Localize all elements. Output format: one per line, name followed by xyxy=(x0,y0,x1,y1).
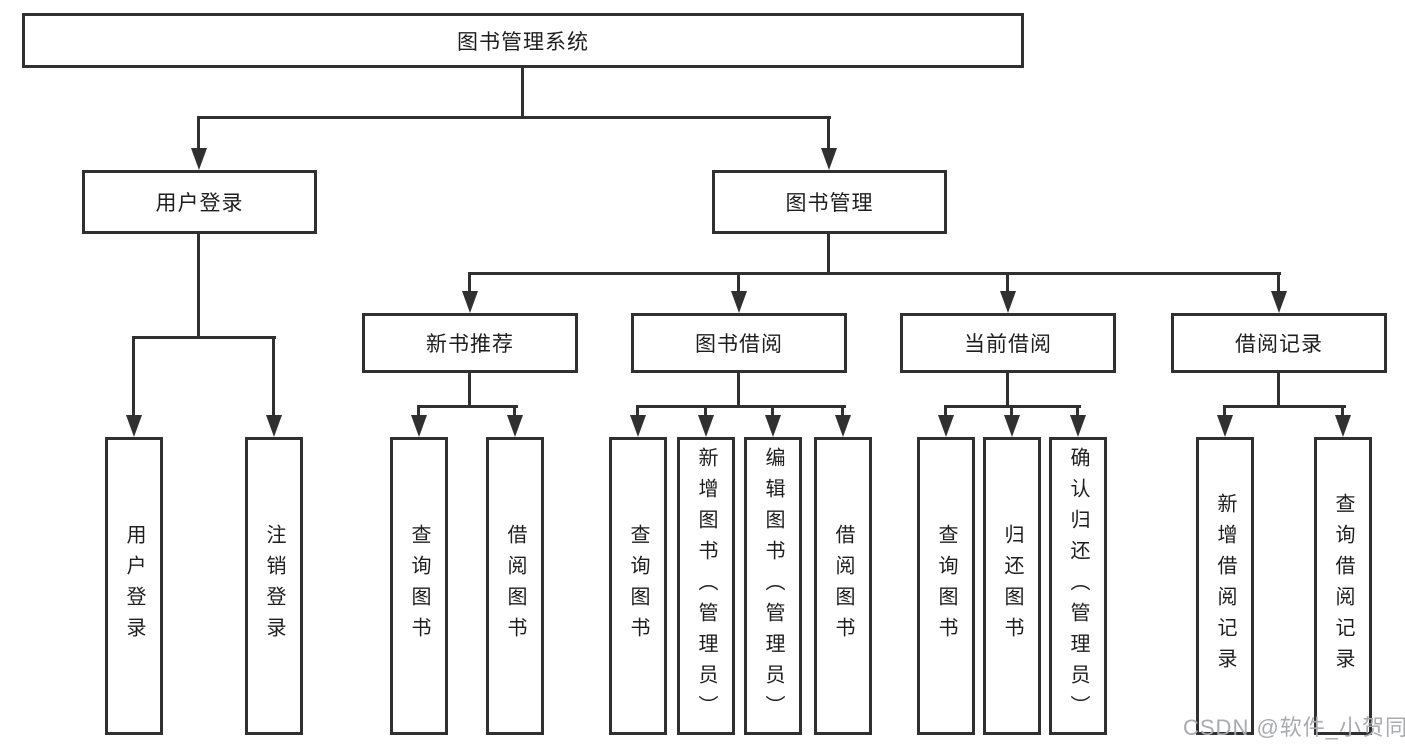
arrow-down-icon xyxy=(1070,415,1086,437)
leaf-confirm-return-admin: 确认归还（管理员） xyxy=(1049,437,1107,735)
arrow-down-icon xyxy=(462,291,478,313)
connector-line xyxy=(737,373,740,408)
leaf-add-book-admin: 新增图书（管理员） xyxy=(677,437,735,735)
connector-line xyxy=(636,405,639,417)
connector-line xyxy=(1010,405,1013,417)
leaf-recommend-query-book: 查询图书 xyxy=(390,437,448,735)
connector-line xyxy=(771,405,774,417)
connector-line xyxy=(132,336,276,339)
connector-line xyxy=(1223,405,1226,417)
connector-line xyxy=(1006,272,1009,294)
connector-line xyxy=(1277,373,1280,408)
leaf-borrow-query-book: 查询图书 xyxy=(609,437,667,735)
connector-line xyxy=(272,336,275,417)
arrow-down-icon xyxy=(1271,291,1287,313)
leaf-add-borrow-record-label: 新增借阅记录 xyxy=(1214,493,1236,679)
leaf-current-query-book: 查询图书 xyxy=(917,437,975,735)
connector-line xyxy=(737,272,740,294)
leaf-current-query-book-label: 查询图书 xyxy=(935,524,957,648)
arrow-down-icon xyxy=(266,415,282,437)
connector-line xyxy=(1277,272,1280,294)
leaf-user-login-label: 用户登录 xyxy=(123,524,145,648)
node-current-borrow: 当前借阅 xyxy=(900,313,1116,373)
arrow-down-icon xyxy=(938,415,954,437)
node-borrow-records: 借阅记录 xyxy=(1171,313,1387,373)
connector-line xyxy=(197,234,200,339)
arrow-down-icon xyxy=(126,415,142,437)
leaf-confirm-return-admin-label: 确认归还（管理员） xyxy=(1067,446,1089,726)
arrow-down-icon xyxy=(731,291,747,313)
connector-line xyxy=(468,272,471,294)
leaf-user-login: 用户登录 xyxy=(105,437,163,735)
arrow-down-icon xyxy=(630,415,646,437)
leaf-recommend-query-book-label: 查询图书 xyxy=(408,524,430,648)
connector-line xyxy=(132,336,135,417)
leaf-logout-label: 注销登录 xyxy=(263,524,285,648)
arrow-down-icon xyxy=(507,415,523,437)
arrow-down-icon xyxy=(1335,415,1351,437)
watermark: CSDN @软件_小贺同学 xyxy=(1183,715,1405,740)
arrow-down-icon xyxy=(1000,291,1016,313)
leaf-query-borrow-record-label: 查询借阅记录 xyxy=(1332,493,1354,679)
node-borrow-records-label: 借阅记录 xyxy=(1235,333,1323,356)
node-root: 图书管理系统 xyxy=(22,13,1024,68)
node-book-borrow-label: 图书借阅 xyxy=(695,333,783,356)
arrow-down-icon xyxy=(698,415,714,437)
connector-line xyxy=(636,405,846,408)
leaf-edit-book-admin: 编辑图书（管理员） xyxy=(744,437,802,735)
arrow-down-icon xyxy=(191,148,207,170)
arrow-down-icon xyxy=(765,415,781,437)
leaf-borrow-query-book-label: 查询图书 xyxy=(627,524,649,648)
connector-line xyxy=(197,116,200,150)
connector-line xyxy=(944,405,947,417)
node-book-management-label: 图书管理 xyxy=(785,192,874,215)
connector-line xyxy=(1223,405,1346,408)
leaf-recommend-borrow-book-label: 借阅图书 xyxy=(504,524,526,648)
node-new-book-recommend-label: 新书推荐 xyxy=(426,333,514,356)
leaf-add-borrow-record: 新增借阅记录 xyxy=(1196,437,1254,735)
connector-line xyxy=(468,272,1281,275)
leaf-logout: 注销登录 xyxy=(245,437,303,735)
connector-line xyxy=(827,116,830,150)
node-current-borrow-label: 当前借阅 xyxy=(964,333,1052,356)
leaf-add-book-admin-label: 新增图书（管理员） xyxy=(695,446,717,726)
leaf-query-borrow-record: 查询借阅记录 xyxy=(1314,437,1372,735)
connector-line xyxy=(521,68,524,119)
connector-line xyxy=(841,405,844,417)
arrow-down-icon xyxy=(1004,415,1020,437)
node-root-label: 图书管理系统 xyxy=(457,30,589,54)
leaf-borrow-book: 借阅图书 xyxy=(814,437,872,735)
leaf-return-book: 归还图书 xyxy=(983,437,1041,735)
connector-line xyxy=(704,405,707,417)
node-book-borrow: 图书借阅 xyxy=(631,313,847,373)
arrow-down-icon xyxy=(835,415,851,437)
connector-line xyxy=(1341,405,1344,417)
arrow-down-icon xyxy=(411,415,427,437)
connector-line xyxy=(513,405,516,417)
connector-line xyxy=(468,373,471,408)
connector-line xyxy=(827,234,830,275)
leaf-edit-book-admin-label: 编辑图书（管理员） xyxy=(762,446,784,726)
connector-line xyxy=(417,405,518,408)
node-new-book-recommend: 新书推荐 xyxy=(362,313,578,373)
connector-line xyxy=(1076,405,1079,417)
connector-line xyxy=(1006,373,1009,408)
leaf-recommend-borrow-book: 借阅图书 xyxy=(486,437,544,735)
arrow-down-icon xyxy=(1217,415,1233,437)
leaf-return-book-label: 归还图书 xyxy=(1001,524,1023,648)
node-book-management: 图书管理 xyxy=(712,170,947,234)
leaf-borrow-book-label: 借阅图书 xyxy=(832,524,854,648)
node-user-login-label: 用户登录 xyxy=(155,192,244,215)
connector-line xyxy=(417,405,420,417)
node-user-login: 用户登录 xyxy=(82,170,317,234)
connector-line xyxy=(197,116,831,119)
arrow-down-icon xyxy=(821,148,837,170)
